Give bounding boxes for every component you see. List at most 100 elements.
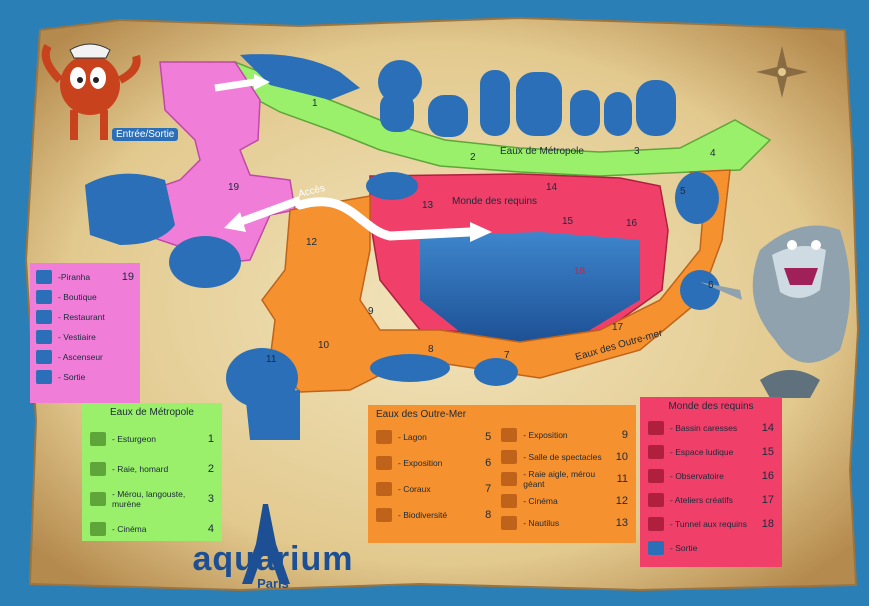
side-tanks bbox=[85, 172, 720, 440]
legend-icon bbox=[376, 482, 392, 496]
legend-label: - Boutique bbox=[58, 292, 97, 302]
legend-label: - Exposition bbox=[398, 458, 443, 468]
legend-services: -Piranha 19 - Boutique - Restaurant - Vestia… bbox=[30, 263, 140, 403]
shark-mascot-icon bbox=[700, 225, 850, 398]
legend-number: 9 bbox=[621, 429, 628, 441]
zone-number: 16 bbox=[626, 218, 638, 229]
legend-number: 2 bbox=[207, 463, 214, 475]
legend-number: 3 bbox=[207, 493, 214, 505]
legend-number: 19 bbox=[121, 271, 134, 283]
legend-number: 8 bbox=[485, 509, 492, 521]
legend-number: 14 bbox=[761, 422, 774, 434]
legend-row: - Bassin caresses 14 bbox=[648, 416, 774, 440]
zone-number: 8 bbox=[428, 344, 434, 355]
legend-number: 6 bbox=[485, 457, 492, 469]
zone-number: 10 bbox=[318, 340, 330, 351]
legend-icon bbox=[90, 462, 106, 476]
entrance-label: Entrée/Sortie bbox=[112, 128, 179, 141]
zone-number: 19 bbox=[228, 182, 240, 193]
legend-label: - Cinéma bbox=[112, 524, 147, 534]
legend-icon bbox=[376, 430, 392, 444]
legend-number: 10 bbox=[615, 451, 628, 463]
legend-number: 11 bbox=[616, 473, 628, 485]
legend-label: - Sortie bbox=[670, 543, 698, 553]
legend-row: -Piranha 19 bbox=[36, 267, 134, 287]
legend-row: - Vestiaire bbox=[36, 327, 134, 347]
legend-icon bbox=[376, 456, 392, 470]
legend-icon bbox=[501, 472, 518, 486]
legend-label: - Lagon bbox=[398, 432, 427, 442]
exit-arrow bbox=[238, 196, 302, 226]
zone-number: 9 bbox=[368, 306, 374, 317]
compass-rose-icon bbox=[756, 46, 808, 98]
legend-requins-title: Monde des requins bbox=[668, 401, 754, 412]
eiffel-tower-icon bbox=[242, 504, 290, 584]
zone-number: 13 bbox=[422, 200, 434, 211]
crab-mascot-icon bbox=[41, 43, 141, 140]
access-arrow bbox=[295, 197, 475, 241]
zone-number: 11 bbox=[266, 354, 277, 365]
legend-label: - Restaurant bbox=[58, 312, 105, 322]
legend-row: - Ascenseur bbox=[36, 347, 134, 367]
legend-label: -Piranha bbox=[58, 272, 91, 282]
access-arrow-head bbox=[470, 222, 492, 242]
legend-label: - Tunnel aux requins bbox=[670, 519, 748, 529]
legend-number: 13 bbox=[615, 517, 628, 529]
metropole-label: Eaux de Métropole bbox=[500, 146, 584, 157]
zone-metropole-upper bbox=[240, 54, 360, 100]
legend-outremer: Eaux des Outre-Mer - Lagon 5 - Exposition 6… bbox=[368, 405, 636, 543]
zone-number: 5 bbox=[680, 186, 686, 197]
legend-icon bbox=[376, 508, 392, 522]
legend-icon bbox=[648, 421, 664, 435]
zone-number: 17 bbox=[612, 322, 624, 333]
elevator-icon bbox=[36, 350, 52, 364]
legend-icon bbox=[648, 445, 664, 459]
zone-number: 6 bbox=[708, 280, 714, 291]
metropole-tanks bbox=[378, 60, 676, 137]
legend-label: - Bassin caresses bbox=[670, 423, 738, 433]
zone-number: 15 bbox=[562, 216, 574, 227]
restaurant-icon bbox=[36, 310, 52, 324]
legend-row: - Exposition 9 bbox=[501, 424, 628, 446]
shop-icon bbox=[36, 290, 52, 304]
legend-row: - Sortie bbox=[648, 536, 774, 560]
entrance-arrow bbox=[214, 78, 256, 92]
exit-icon bbox=[36, 370, 52, 384]
legend-row: - Sortie bbox=[36, 367, 134, 387]
zone-number: 14 bbox=[546, 182, 558, 193]
legend-outremer-title: Eaux des Outre-Mer bbox=[376, 409, 467, 420]
zone-number: 3 bbox=[634, 146, 640, 157]
legend-label: - Exposition bbox=[523, 430, 568, 440]
legend-label: - Sortie bbox=[58, 372, 86, 382]
legend-label: - Observatoire bbox=[670, 471, 724, 481]
logo-text: aquarium bbox=[192, 540, 354, 578]
legend-row: - Restaurant bbox=[36, 307, 134, 327]
legend-icon bbox=[501, 450, 518, 464]
legend-row: - Boutique bbox=[36, 287, 134, 307]
legend-number: 4 bbox=[207, 523, 214, 535]
shark-tunnel-tank bbox=[420, 232, 640, 345]
legend-icon bbox=[501, 428, 518, 442]
zone-number: 4 bbox=[710, 148, 716, 159]
hanger-icon bbox=[36, 330, 52, 344]
zone-number: 2 bbox=[470, 152, 476, 163]
orange-inner-blue-pool bbox=[295, 226, 360, 290]
legend-row: - Exposition 6 bbox=[376, 450, 491, 476]
legend-label: - Coraux bbox=[398, 484, 431, 494]
legend-label: - Biodiversité bbox=[398, 510, 448, 520]
legend-icon bbox=[90, 522, 106, 536]
zone-number: 18 bbox=[574, 266, 586, 277]
legend-number: 5 bbox=[485, 431, 492, 443]
